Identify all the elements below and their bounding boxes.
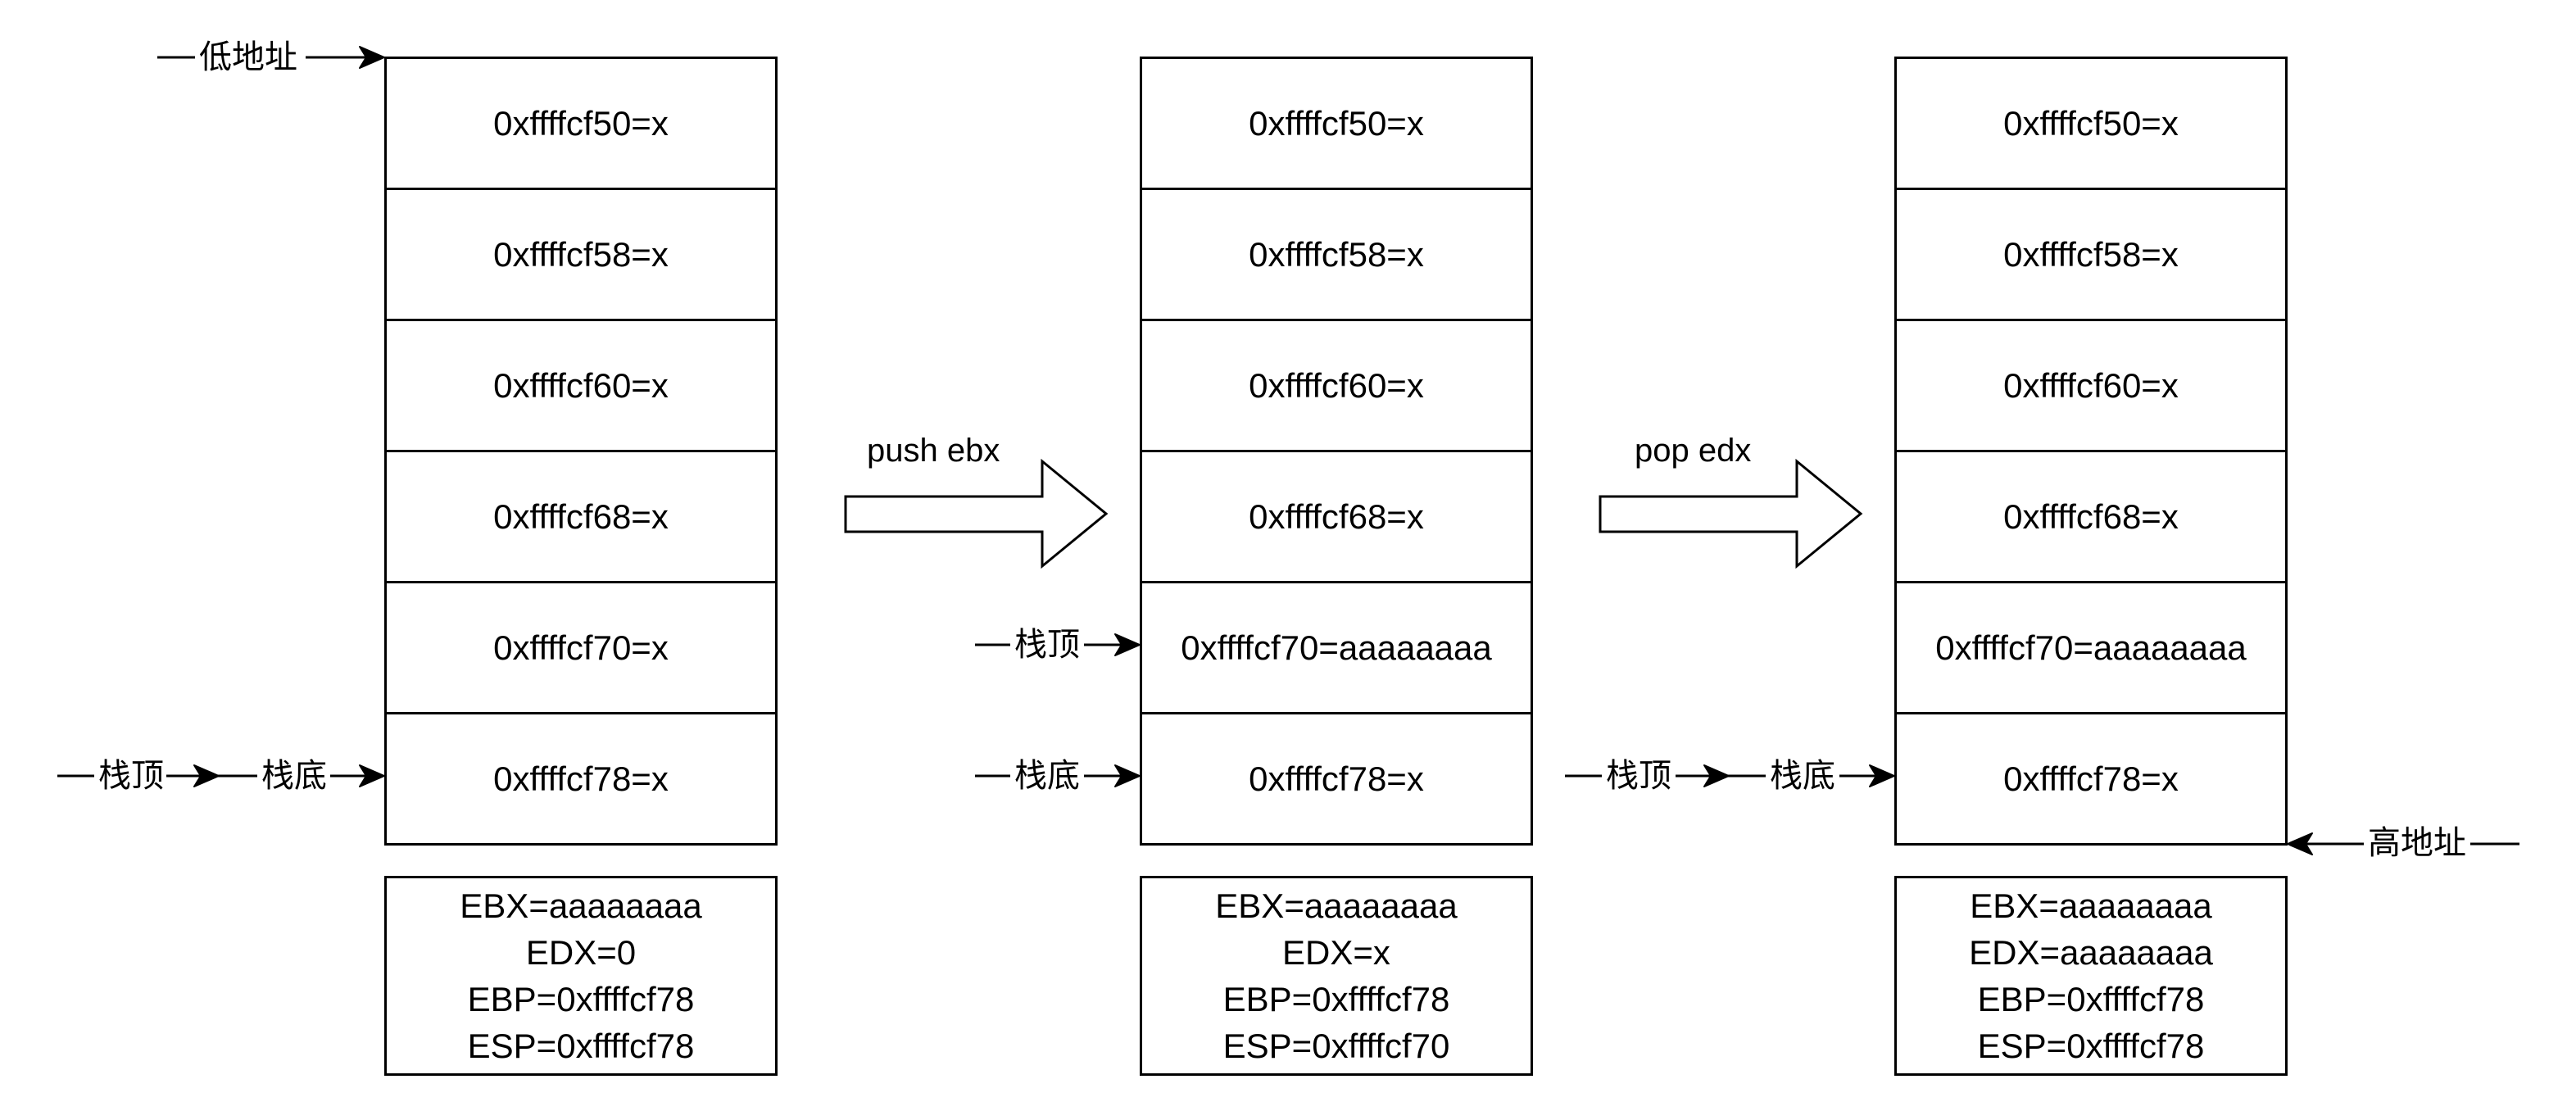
operation-label-pop: pop edx — [1635, 433, 1752, 469]
arrowhead-icon — [359, 764, 385, 787]
stack-2: 0xffffcf50=x 0xffffcf58=x 0xffffcf60=x 0… — [1140, 57, 1533, 846]
registers-box-1: EBX=aaaaaaaa EDX=0 EBP=0xffffcf78 ESP=0x… — [384, 876, 778, 1076]
arrowhead-icon — [359, 46, 385, 69]
low-address-label: 低地址 — [199, 39, 297, 75]
stack-cell: 0xffffcf60=x — [1142, 321, 1531, 452]
register-line: ESP=0xffffcf78 — [1977, 1027, 2205, 1065]
stack-cell: 0xffffcf70=x — [387, 583, 775, 714]
stack-cell: 0xffffcf68=x — [1897, 452, 2285, 583]
operation-label-push: push ebx — [867, 433, 1000, 469]
stack-cell: 0xffffcf70=aaaaaaaa — [1142, 583, 1531, 714]
stack-bottom-label: 栈底 — [261, 758, 327, 794]
register-line: EBP=0xffffcf78 — [1977, 980, 2205, 1018]
register-line: ESP=0xffffcf70 — [1222, 1027, 1450, 1065]
stack-3: 0xffffcf50=x 0xffffcf58=x 0xffffcf60=x 0… — [1894, 57, 2288, 846]
stack-cell: 0xffffcf58=x — [387, 190, 775, 321]
register-line: EBX=aaaaaaaa — [460, 887, 702, 925]
stack-top-label: 栈顶 — [98, 758, 164, 794]
stack-cell: 0xffffcf50=x — [387, 59, 775, 190]
stack-cell: 0xffffcf58=x — [1142, 190, 1531, 321]
stack-bottom-label: 栈底 — [1770, 758, 1835, 794]
registers-box-3: EBX=aaaaaaaa EDX=aaaaaaaa EBP=0xffffcf78… — [1894, 876, 2288, 1076]
block-arrow-icon — [1599, 458, 1863, 569]
register-line: EDX=aaaaaaaa — [1969, 933, 2213, 972]
stack-cell: 0xffffcf58=x — [1897, 190, 2285, 321]
register-line: EBP=0xffffcf78 — [467, 980, 695, 1018]
register-line: ESP=0xffffcf78 — [467, 1027, 695, 1065]
high-address-label: 高地址 — [2368, 825, 2466, 861]
stack-cell: 0xffffcf78=x — [493, 759, 669, 798]
stack-bottom-label: 栈底 — [1014, 758, 1080, 794]
stack-cell: 0xffffcf68=x — [387, 452, 775, 583]
arrowhead-icon — [193, 764, 220, 787]
register-line: EBX=aaaaaaaa — [1215, 887, 1458, 925]
register-line: EDX=0 — [525, 933, 637, 972]
stack-1: 0xffffcf50=x 0xffffcf58=x 0xffffcf60=x 0… — [384, 57, 778, 846]
registers-box-2: EBX=aaaaaaaa EDX=x EBP=0xffffcf78 ESP=0x… — [1140, 876, 1533, 1076]
arrowhead-icon — [1114, 764, 1141, 787]
stack-cell: 0xffffcf60=x — [1897, 321, 2285, 452]
stack-cell: 0xffffcf70=aaaaaaaa — [1897, 583, 2285, 714]
arrowhead-icon — [2287, 832, 2313, 855]
stack-cell: 0xffffcf78=x — [1249, 759, 1424, 798]
stack-top-label: 栈顶 — [1606, 758, 1671, 794]
arrowhead-icon — [1703, 764, 1730, 787]
arrowhead-icon — [1869, 764, 1895, 787]
block-arrow-icon — [844, 458, 1109, 569]
arrowhead-icon — [1114, 633, 1141, 656]
stack-cell: 0xffffcf78=x — [2003, 759, 2179, 798]
register-line: EDX=x — [1282, 933, 1390, 972]
stack-top-label: 栈顶 — [1014, 627, 1080, 663]
register-line: EBP=0xffffcf78 — [1222, 980, 1450, 1018]
stack-cell: 0xffffcf68=x — [1142, 452, 1531, 583]
stack-cell: 0xffffcf50=x — [1897, 59, 2285, 190]
stack-cell: 0xffffcf60=x — [387, 321, 775, 452]
stack-cell: 0xffffcf50=x — [1142, 59, 1531, 190]
register-line: EBX=aaaaaaaa — [1970, 887, 2212, 925]
